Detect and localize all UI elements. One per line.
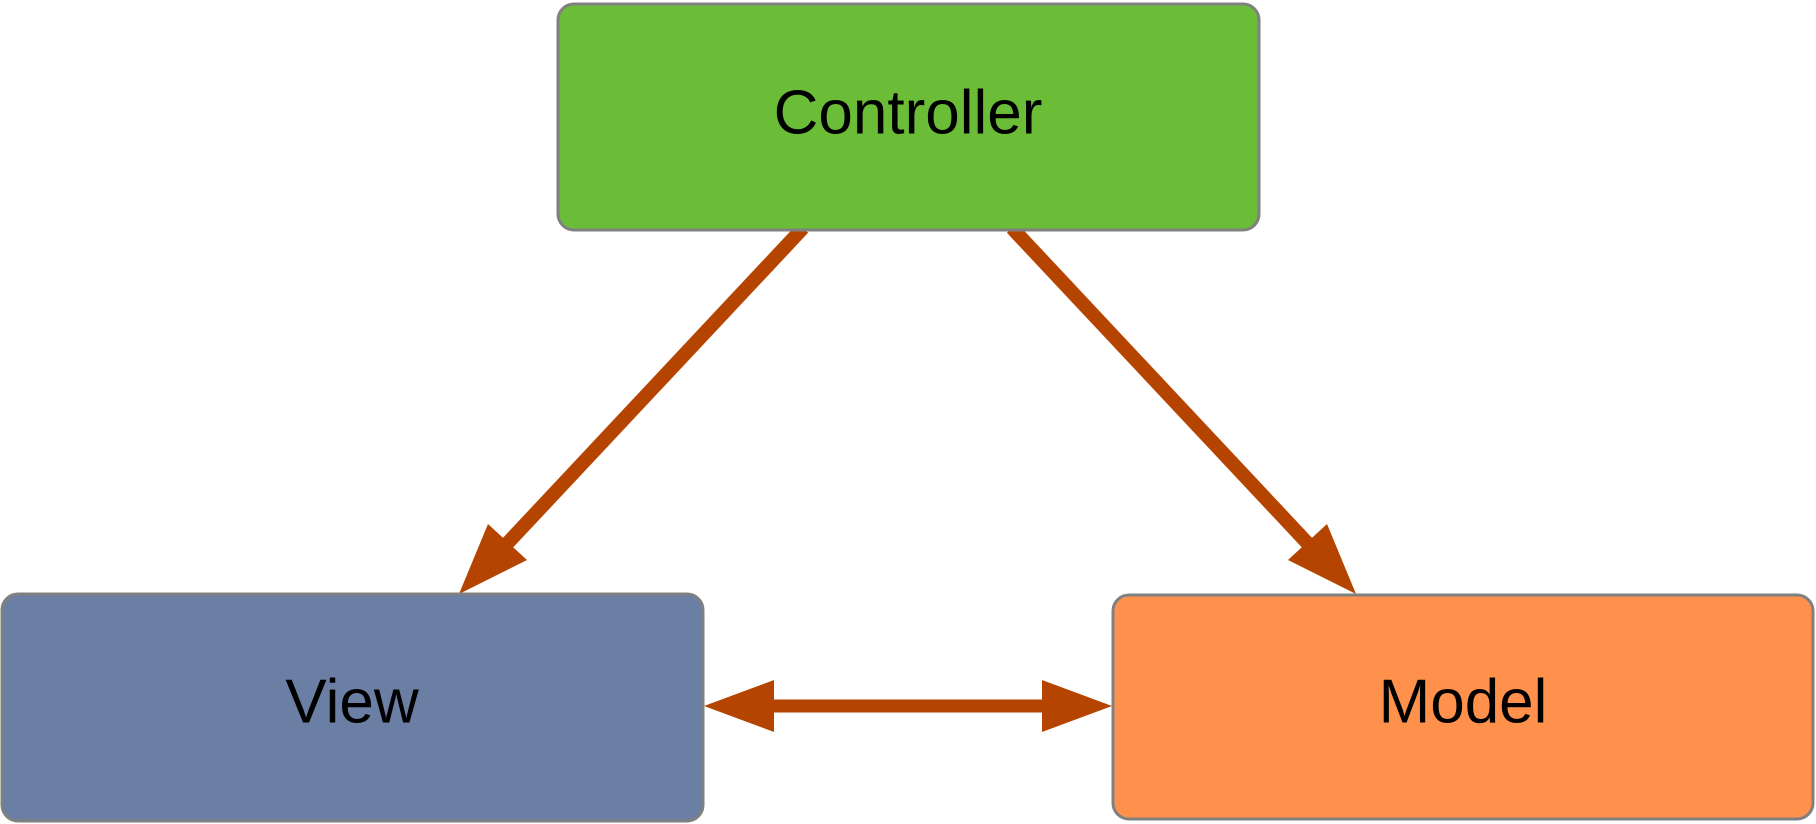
model-node: Model <box>1111 593 1815 821</box>
arrow-line <box>497 223 809 553</box>
view-node: View <box>0 592 705 823</box>
model-label: Model <box>1379 667 1548 736</box>
arrow-head <box>459 524 527 594</box>
controller-label: Controller <box>774 78 1043 147</box>
arrow-controller-to-model <box>1006 223 1356 594</box>
model-box <box>1111 593 1815 821</box>
arrow-head-right <box>1042 680 1112 732</box>
controller-box <box>556 2 1261 232</box>
arrow-head <box>1288 524 1356 594</box>
arrow-controller-to-view <box>459 223 809 594</box>
arrow-head-left <box>704 680 774 732</box>
controller-node: Controller <box>556 2 1261 232</box>
arrows <box>459 223 1356 732</box>
view-box <box>0 592 705 823</box>
view-label: View <box>285 667 418 736</box>
arrow-view-model-bidirectional <box>704 680 1112 732</box>
arrow-line <box>1006 223 1318 553</box>
